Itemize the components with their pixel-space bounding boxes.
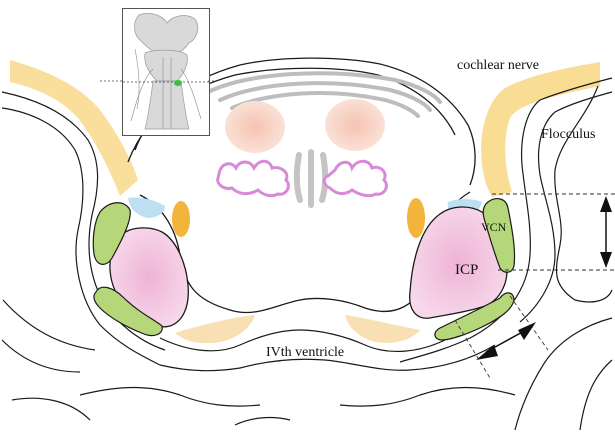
left-olive [218,161,289,195]
left-ventricle-band [175,315,255,343]
brainstem-thumbnail-inset [122,8,210,136]
left-blue-region [128,197,165,218]
fourth-ventricle-label: IVth ventricle [266,345,344,361]
brainstem-thumbnail-icon [123,9,209,135]
icp-label: ICP [455,262,478,279]
right-orange-spot [407,198,425,238]
left-cochlear-nerve [10,60,138,196]
vcn-label: VCN [481,220,506,235]
midline-rods [297,152,325,205]
flocculus-label: Flocculus [541,127,595,143]
vertical-double-arrow [600,196,612,268]
right-salmon-nucleus [325,99,385,151]
right-olive [324,161,386,195]
left-salmon-nucleus [225,101,285,153]
right-ventricle-band [345,315,420,343]
left-orange-spot [172,201,190,237]
cochlear-nerve-label: cochlear nerve [457,58,539,74]
diagonal-double-arrow [476,322,536,360]
inset-marker [174,80,182,86]
